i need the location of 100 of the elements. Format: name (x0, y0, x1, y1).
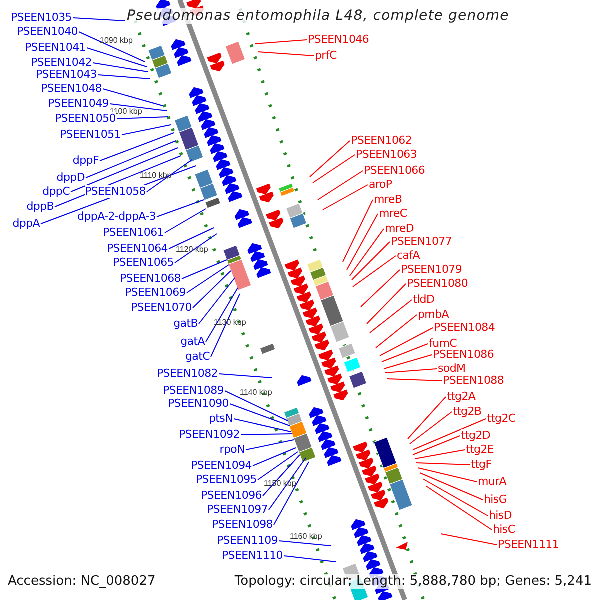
leader-line (426, 486, 492, 530)
gene-label: PSEEN1062 (351, 134, 412, 147)
leader-line (246, 440, 294, 450)
leader-line (360, 270, 400, 308)
gene-label: PSEEN1095 (196, 473, 257, 486)
gene-label: PSEEN1068 (120, 272, 181, 285)
leader-line (284, 556, 336, 562)
gene-label: PSEEN1051 (60, 128, 121, 141)
gene-label: PSEEN1041 (24, 41, 86, 54)
leader-line (350, 228, 384, 276)
leader-line (164, 208, 206, 234)
leader-line (234, 418, 292, 432)
gene-label: cafA (397, 249, 420, 262)
gene-label: rpoN (220, 443, 245, 456)
leader-line (352, 256, 396, 288)
leader-line (224, 390, 288, 422)
leader-line (384, 368, 438, 374)
leader-line (110, 104, 168, 112)
gene-label: PSEEN1090 (168, 397, 229, 410)
leader-line (198, 278, 236, 324)
leader-line (322, 184, 368, 210)
accession-label: Accession: NC_008027 (8, 574, 156, 589)
leader-line (86, 48, 148, 68)
leader-line (386, 378, 442, 382)
leader-line (274, 462, 310, 526)
leader-line (342, 200, 374, 262)
leader-line (146, 160, 192, 192)
leader-line (258, 52, 314, 56)
gene-label: PSEEN1043 (36, 68, 97, 81)
gene-label: dppD (56, 171, 85, 184)
gene-label: hisD (489, 509, 512, 522)
gene-label: gatB (174, 317, 198, 330)
gene-label: PSEEN1063 (356, 148, 418, 161)
gene-label: PSEEN1058 (84, 185, 146, 198)
gene-label: PSEEN1046 (308, 33, 370, 46)
leader-line (418, 468, 478, 482)
leader-line (70, 148, 178, 192)
leader-line (102, 88, 164, 106)
leader-line (408, 396, 446, 440)
leader-line (206, 288, 238, 342)
leader-line (122, 124, 172, 136)
scale-label: 1160 kbp (290, 532, 322, 541)
gene-label: PSEEN1092 (178, 428, 240, 441)
leader-line (366, 284, 406, 324)
gene-label: PSEEN1089 (162, 384, 224, 397)
gene-label: PSEEN1109 (216, 534, 278, 547)
leader-line (78, 32, 146, 62)
leader-line (100, 132, 174, 162)
gene-label: ttg2C (487, 412, 516, 425)
leader-line (422, 478, 488, 516)
gene-label: dppC (42, 185, 70, 198)
gene-label: murA (478, 475, 507, 488)
leader-line (382, 344, 428, 362)
leader-line (414, 450, 466, 460)
leader-line (240, 434, 292, 436)
leader-line (384, 354, 432, 370)
gene-label: PSEEN1064 (106, 242, 168, 255)
scale-label: 1140 kbp (240, 388, 272, 397)
gene-label: mreC (379, 207, 408, 220)
gene-label: PSEEN1086 (433, 348, 494, 361)
leader-line (254, 40, 308, 44)
gene-label: PSEEN1111 (498, 538, 560, 551)
gene-label: pmbA (418, 308, 450, 321)
leader-line (412, 436, 460, 456)
leader-line (380, 328, 434, 356)
gene-label: ttg2B (453, 405, 482, 418)
gene-label: gatA (180, 335, 205, 348)
leader-line (318, 170, 364, 200)
gene-label: mreB (374, 193, 402, 206)
gene-label: PSEEN1082 (156, 367, 218, 380)
gene-label: PSEEN1110 (222, 549, 283, 562)
leader-line (412, 418, 486, 450)
leader-line (218, 374, 272, 378)
genome-info-label: Topology: circular; Length: 5,888,780 bp; Genes: 5,241 (234, 574, 592, 589)
gene-label: PSEEN1069 (124, 286, 186, 299)
gene-label: PSEEN1050 (54, 112, 116, 125)
leader-line (72, 18, 126, 22)
leader-line (168, 228, 214, 250)
gene-label: ttg2E (466, 443, 494, 456)
gene-label: mreD (385, 222, 414, 235)
gene-label: dppA-2-dppA-3 (78, 210, 156, 223)
leader-line (420, 472, 484, 500)
gene-label: PSEEN1049 (48, 97, 109, 110)
gene-label: hisG (484, 493, 508, 506)
gene-label: PSEEN1066 (364, 164, 426, 177)
gene-label: PSEEN1088 (443, 374, 504, 387)
gene-label: hisC (493, 523, 516, 536)
leader-line (376, 314, 418, 348)
gene-label: PSEEN1097 (206, 503, 268, 516)
gene-label: PSEEN1048 (40, 82, 102, 95)
gene-label: PSEEN1070 (130, 301, 192, 314)
gene-label: dppB (26, 200, 54, 213)
gene-label: PSEEN1042 (30, 56, 92, 69)
leader-line (410, 412, 452, 444)
leader-line (116, 116, 168, 120)
leader-line (346, 214, 378, 270)
scale-label: 1090 kbp (100, 36, 133, 45)
gene-label: PSEEN1084 (434, 321, 496, 334)
leader-line (252, 448, 296, 466)
gene-label: PSEEN1079 (401, 263, 462, 276)
